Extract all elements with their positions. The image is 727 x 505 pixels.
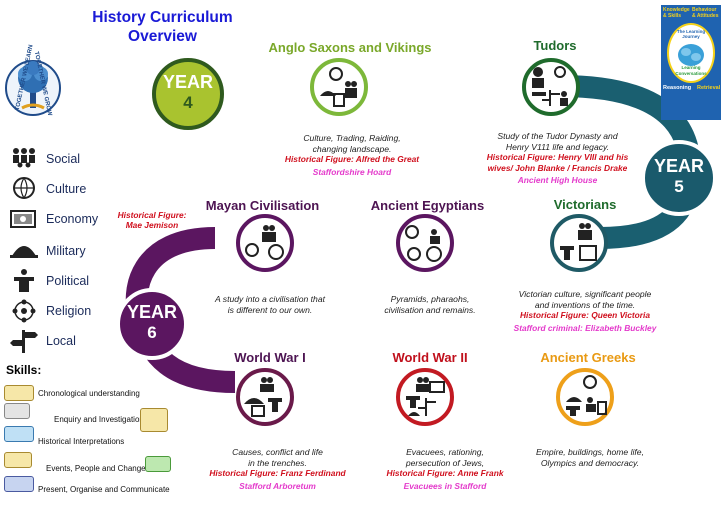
logo-conversations: Conversations [675,71,707,76]
circle-greeks [556,368,614,426]
skill-events: Events, People and Changes [46,464,150,473]
desc-ww1: Causes, conflict and life in the trenche… [209,447,346,491]
scroll-icon-chronology [4,385,34,401]
page-title: History Curriculum Overview [92,9,233,45]
topic-title-tudors: Tudors [533,38,577,53]
logo-learning: Learning [681,65,701,70]
topic-title-ww1: World War I [234,350,306,365]
speaker-podium-icon [14,269,34,292]
circle-tudors [522,58,580,116]
legend-military: Military [8,238,128,264]
skill-enquiry: Enquiry and Investigations [54,415,148,424]
legend-economy: Economy [8,206,128,232]
topic-title-egyptians: Ancient Egyptians [370,198,485,213]
scroll-icon-enquiry-2 [140,408,168,432]
scroll-icon-events-2 [4,452,32,468]
year-4-badge: YEAR 4 [152,58,224,130]
globe-people-icon [13,177,35,200]
desc-egyptians: Pyramids, pharaohs, civilisation and rem… [384,294,476,315]
scroll-icon-interpretations [4,426,34,442]
scroll-icon-present [4,476,34,492]
school-logo: TOGETHER WE LEARN TOGETHER WE GROW [0,44,66,132]
skills-title: Skills: [6,363,42,377]
desc-anglo: Culture, Trading, Raiding, changing land… [284,133,420,177]
signpost-icon [10,330,38,353]
logo-reasoning: Reasoning [663,85,692,91]
skill-interpretations: Historical Interpretations [38,437,125,446]
people-group-icon [13,148,35,168]
circle-mayan [236,214,294,272]
scroll-icon-events [145,456,171,472]
legend-religion: Religion [8,298,128,324]
legend-culture: Culture [8,176,128,202]
desc-tudors: Study of the Tudor Dynasty and Henry V11… [486,131,629,185]
circle-ww1 [236,368,294,426]
legend-social: Social [8,146,128,172]
desc-victorians: Victorian culture, significant people an… [513,289,657,333]
logo-behaviour: Behaviour & Attitudes [692,7,719,19]
logo-brain-circle: The Learning Journey Learning Conversati… [667,23,715,83]
topic-title-greeks: Ancient Greeks [540,350,636,365]
circle-ww2 [396,368,454,426]
helmet-icon [10,246,38,258]
money-icon [10,210,36,228]
desc-ww2: Evacuees, rationing, persecution of Jews… [386,447,504,491]
skill-present: Present, Organise and Communicate [38,485,170,494]
desc-greeks: Empire, buildings, home life, Olympics a… [536,447,644,468]
legend-local: Local [8,328,128,354]
topic-title-anglo: Anglo Saxons and Vikings [268,40,432,55]
learning-journey-logo: Knowledge & Skills Behaviour & Attitudes… [661,5,721,120]
year-5-badge: YEAR 5 [641,140,717,216]
logo-retrieval: Retrieval [697,85,721,91]
religion-symbols-icon [12,299,36,323]
circle-victorians [550,214,608,272]
topic-title-ww2: World War II [392,350,468,365]
mayan-figure: Historical Figure: Mae Jemison [117,210,187,230]
topic-title-victorians: Victorians [553,197,617,212]
logo-ring-text: The Learning Journey [676,29,706,39]
desc-mayan: A study into a civilisation that is diff… [214,294,326,315]
circle-egyptians [396,214,454,272]
logo-knowledge: Knowledge & Skills [663,7,690,19]
circle-anglo-saxons [310,58,368,116]
scroll-icon-enquiry [4,403,30,419]
year-6-badge: YEAR 6 [116,288,188,360]
skill-chronological: Chronological understanding [38,389,140,398]
topic-title-mayan: Mayan Civilisation [205,198,320,213]
legend-political: Political [8,268,128,294]
